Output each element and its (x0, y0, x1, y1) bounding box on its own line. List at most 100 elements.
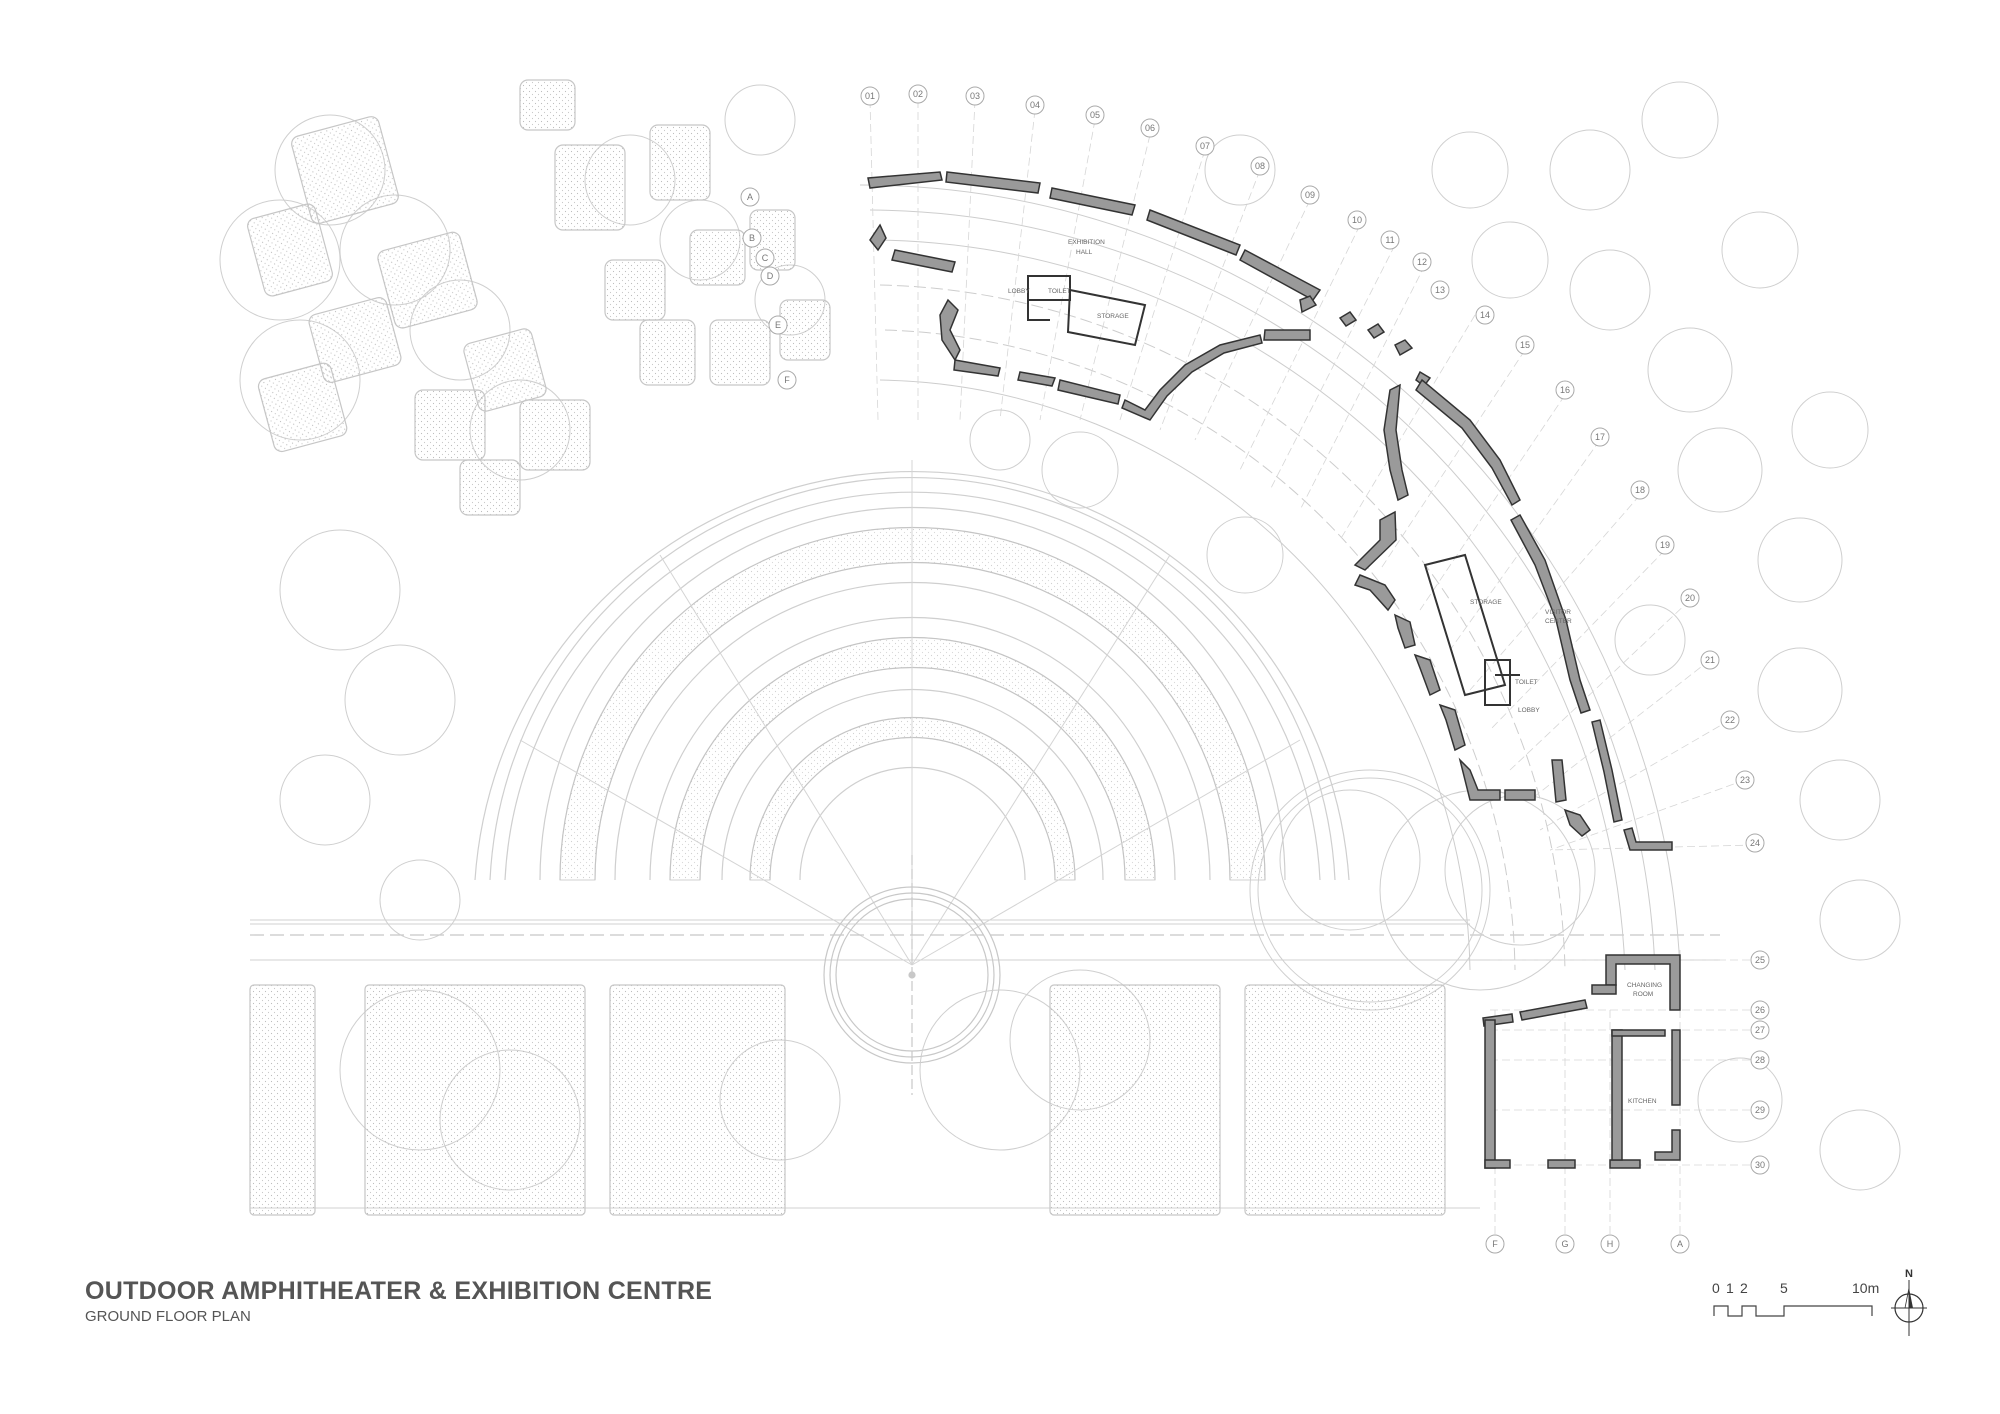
grid-label-top-E: E (775, 320, 781, 330)
grid-bubble-15 (1515, 335, 1535, 355)
exhibition-hall-walls (867, 171, 1673, 851)
grid-bubble-14 (1475, 305, 1495, 325)
grid-label-23: 23 (1740, 775, 1750, 785)
grid-label-22: 22 (1725, 715, 1735, 725)
grid-bubble-bottom-H (1600, 1234, 1620, 1254)
grid-bubble-12 (1412, 252, 1432, 272)
grid-bubble-24 (1745, 833, 1765, 853)
grid-label-bottom-G: G (1561, 1239, 1568, 1249)
title-block: OUTDOOR AMPHITHEATER & EXHIBITION CENTRE… (85, 1277, 712, 1325)
grid-bubble-30 (1750, 1155, 1770, 1175)
grid-bubble-01 (860, 86, 880, 106)
grid-label-24: 24 (1750, 838, 1760, 848)
room-label-toilet-b: TOILET (1515, 679, 1538, 686)
grid-bubble-19 (1655, 535, 1675, 555)
room-labels: EXHIBITION HALL LOBBY TOILET STORAGE STO… (1008, 239, 1662, 1105)
grid-label-27: 27 (1755, 1025, 1765, 1035)
room-label-visitor-center-2: CENTER (1545, 618, 1572, 625)
landscape-planter-beds (247, 79, 1446, 1216)
grid-label-bottom-A: A (1677, 1239, 1683, 1249)
room-label-toilet-a: TOILET (1048, 288, 1071, 295)
grid-bubble-29 (1750, 1100, 1770, 1120)
grid-label-12: 12 (1417, 257, 1427, 267)
room-label-lobby-a: LOBBY (1008, 288, 1030, 295)
grid-label-01: 01 (865, 91, 875, 101)
scale-label-1: 1 (1726, 1280, 1734, 1296)
grid-label-20: 20 (1685, 593, 1695, 603)
grid-bubble-26 (1750, 1000, 1770, 1020)
grid-bubble-bottom-F (1485, 1234, 1505, 1254)
grid-bubble-03 (965, 86, 985, 106)
room-label-visitor-center: VISITOR (1545, 609, 1571, 616)
grid-label-top-C: C (762, 253, 769, 263)
grid-bubble-bottom-A (1670, 1234, 1690, 1254)
room-label-changing-room: CHANGING (1627, 982, 1662, 989)
scale-label-5: 5 (1780, 1280, 1788, 1296)
grid-label-14: 14 (1480, 310, 1490, 320)
north-arrow: N (1880, 1266, 1940, 1340)
grid-bubble-04 (1025, 95, 1045, 115)
grid-bubble-10 (1347, 210, 1367, 230)
kitchen-block-walls (1482, 954, 1681, 1169)
grid-label-10: 10 (1352, 215, 1362, 225)
grid-label-15: 15 (1520, 340, 1530, 350)
grid-bubble-06 (1140, 118, 1160, 138)
grid-bubble-07 (1195, 136, 1215, 156)
north-label: N (1905, 1268, 1913, 1280)
grid-label-02: 02 (913, 89, 923, 99)
grid-bubble-09 (1300, 185, 1320, 205)
scale-label-2: 2 (1740, 1280, 1748, 1296)
grid-bubble-13 (1430, 280, 1450, 300)
grid-label-16: 16 (1560, 385, 1570, 395)
grid-bubble-top-E (768, 315, 788, 335)
drawing-title: OUTDOOR AMPHITHEATER & EXHIBITION CENTRE (85, 1277, 713, 1305)
grid-label-top-A: A (747, 192, 753, 202)
room-label-storage-b: STORAGE (1470, 599, 1502, 606)
grid-bubble-02 (908, 84, 928, 104)
grid-bubble-bottom-G (1555, 1234, 1575, 1254)
grid-bubble-21 (1700, 650, 1720, 670)
grid-label-13: 13 (1435, 285, 1445, 295)
grid-bubble-20 (1680, 588, 1700, 608)
grid-bubble-16 (1555, 380, 1575, 400)
grid-label-28: 28 (1755, 1055, 1765, 1065)
grid-label-top-B: B (749, 233, 755, 243)
grid-label-29: 29 (1755, 1105, 1765, 1115)
drawing-subtitle: GROUND FLOOR PLAN (85, 1308, 251, 1325)
grid-bubble-18 (1630, 480, 1650, 500)
plaza-circles (1249, 769, 1581, 1011)
grid-label-21: 21 (1705, 655, 1715, 665)
grid-bubble-17 (1590, 427, 1610, 447)
grid-bubble-top-A (740, 187, 760, 207)
room-label-storage-a: STORAGE (1097, 313, 1129, 320)
grid-label-09: 09 (1305, 190, 1315, 200)
grid-label-04: 04 (1030, 100, 1040, 110)
grid-bubble-05 (1085, 105, 1105, 125)
grid-bubble-top-C (755, 248, 775, 268)
room-label-changing-room-2: ROOM (1633, 991, 1653, 998)
grid-label-25: 25 (1755, 955, 1765, 965)
scale-bar: 0 1 2 5 10m (1712, 1280, 1892, 1330)
room-label-lobby-b: LOBBY (1518, 707, 1540, 714)
grid-label-19: 19 (1660, 540, 1670, 550)
room-label-kitchen: KITCHEN (1628, 1098, 1657, 1105)
grid-bubble-top-D (760, 266, 780, 286)
north-arrow-icon: N (1891, 1268, 1927, 1336)
grid-bubble-22 (1720, 710, 1740, 730)
grid-label-top-F: F (784, 375, 790, 385)
grid-label-08: 08 (1255, 161, 1265, 171)
grid-bubble-27 (1750, 1020, 1770, 1040)
grid-label-17: 17 (1595, 432, 1605, 442)
exhibition-hall-inner-walls (869, 223, 1592, 837)
grid-bubble-23 (1735, 770, 1755, 790)
grid-label-11: 11 (1385, 235, 1394, 245)
room-outlines (1027, 275, 1520, 706)
grid-label-03: 03 (970, 91, 980, 101)
grid-label-bottom-F: F (1492, 1239, 1498, 1249)
grid-label-06: 06 (1145, 123, 1155, 133)
grid-label-top-D: D (767, 271, 774, 281)
amphitheater-aisles (519, 460, 1301, 966)
grid-bubble-28 (1750, 1050, 1770, 1070)
grid-bubble-25 (1750, 950, 1770, 970)
scale-label-0: 0 (1712, 1280, 1720, 1296)
